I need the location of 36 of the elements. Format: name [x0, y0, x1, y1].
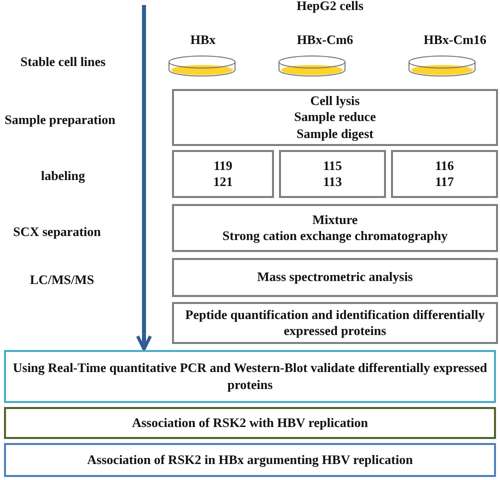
- box-text: 117: [435, 174, 454, 190]
- process-box: [4, 443, 496, 477]
- box-text: 121: [213, 174, 233, 190]
- process-box: [172, 89, 498, 146]
- step-label: Stable cell lines: [20, 54, 106, 70]
- process-box: [172, 302, 498, 344]
- process-box: [4, 350, 496, 403]
- group-label: HBx-Cm16: [424, 32, 486, 48]
- step-label: Sample preparation: [4, 112, 116, 128]
- step-label: SCX separation: [13, 224, 101, 240]
- box-text: Peptide quantification and identification differentially expressed proteins: [184, 306, 486, 340]
- box-text: Mass spectrometric analysis: [257, 269, 413, 286]
- group-label: HepG2 cells: [296, 0, 364, 14]
- box-text: Association of RSK2 in HBx argumenting HBV replication: [87, 452, 413, 468]
- box-text: 116: [435, 158, 454, 174]
- process-box: [4, 407, 496, 439]
- process-box: [279, 150, 386, 198]
- box-text: 113: [323, 174, 342, 190]
- box-text: Sample digest: [296, 126, 374, 142]
- box-text: Cell lysis: [310, 93, 360, 110]
- box-text: Mixture: [312, 212, 358, 228]
- process-box: [172, 258, 498, 297]
- process-box: [172, 204, 498, 252]
- process-box: [391, 150, 498, 198]
- box-text: Sample reduce: [294, 109, 376, 126]
- arrow: [136, 5, 152, 351]
- box-text: 119: [214, 158, 232, 174]
- process-box: [172, 150, 274, 198]
- box-text: Association of RSK2 with HBV replication: [132, 414, 368, 432]
- step-label: labeling: [40, 168, 86, 184]
- box-text: Using Real-Time quantitative PCR and Western-Blot validate differentially expressed proteins: [12, 360, 488, 393]
- group-label: HBx-Cm6: [296, 32, 354, 48]
- box-text: 115: [323, 158, 342, 174]
- step-label: LC/MS/MS: [30, 272, 94, 288]
- group-label: HBx: [190, 32, 216, 48]
- box-text: Strong cation exchange chromatography: [222, 228, 448, 244]
